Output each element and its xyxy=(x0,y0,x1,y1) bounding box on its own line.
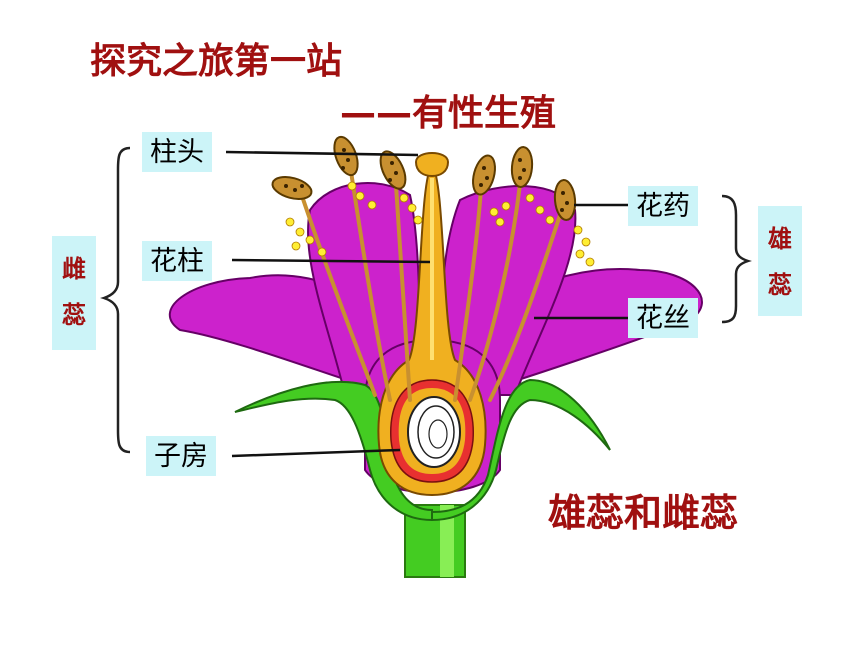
label-ovary: 子房 xyxy=(146,436,216,476)
filaments xyxy=(298,163,567,402)
group-label-stamen: 雄 蕊 xyxy=(758,206,802,316)
diagram-caption: 雄蕊和雌蕊 xyxy=(548,491,739,535)
stamen-char-2: 蕊 xyxy=(768,271,792,299)
label-style: 花柱 xyxy=(142,241,212,281)
pollen xyxy=(285,181,595,267)
pistil-char-2: 蕊 xyxy=(62,301,86,329)
stamen-char-1: 雄 xyxy=(768,225,792,253)
pistil-bracket xyxy=(100,146,131,454)
label-anther: 花药 xyxy=(628,186,698,226)
ovule xyxy=(407,396,461,468)
stigma xyxy=(414,152,450,178)
slide-title: 探究之旅第一站 xyxy=(90,41,343,82)
sepal-right xyxy=(431,378,611,522)
pistil-char-1: 雌 xyxy=(62,255,86,283)
stamen-bracket xyxy=(721,194,752,324)
anthers xyxy=(271,135,577,221)
group-label-pistil: 雌 蕊 xyxy=(52,236,96,350)
label-stigma: 柱头 xyxy=(142,132,212,172)
slide-subtitle: ——有性生殖 xyxy=(340,93,557,134)
label-filament: 花丝 xyxy=(628,298,698,338)
